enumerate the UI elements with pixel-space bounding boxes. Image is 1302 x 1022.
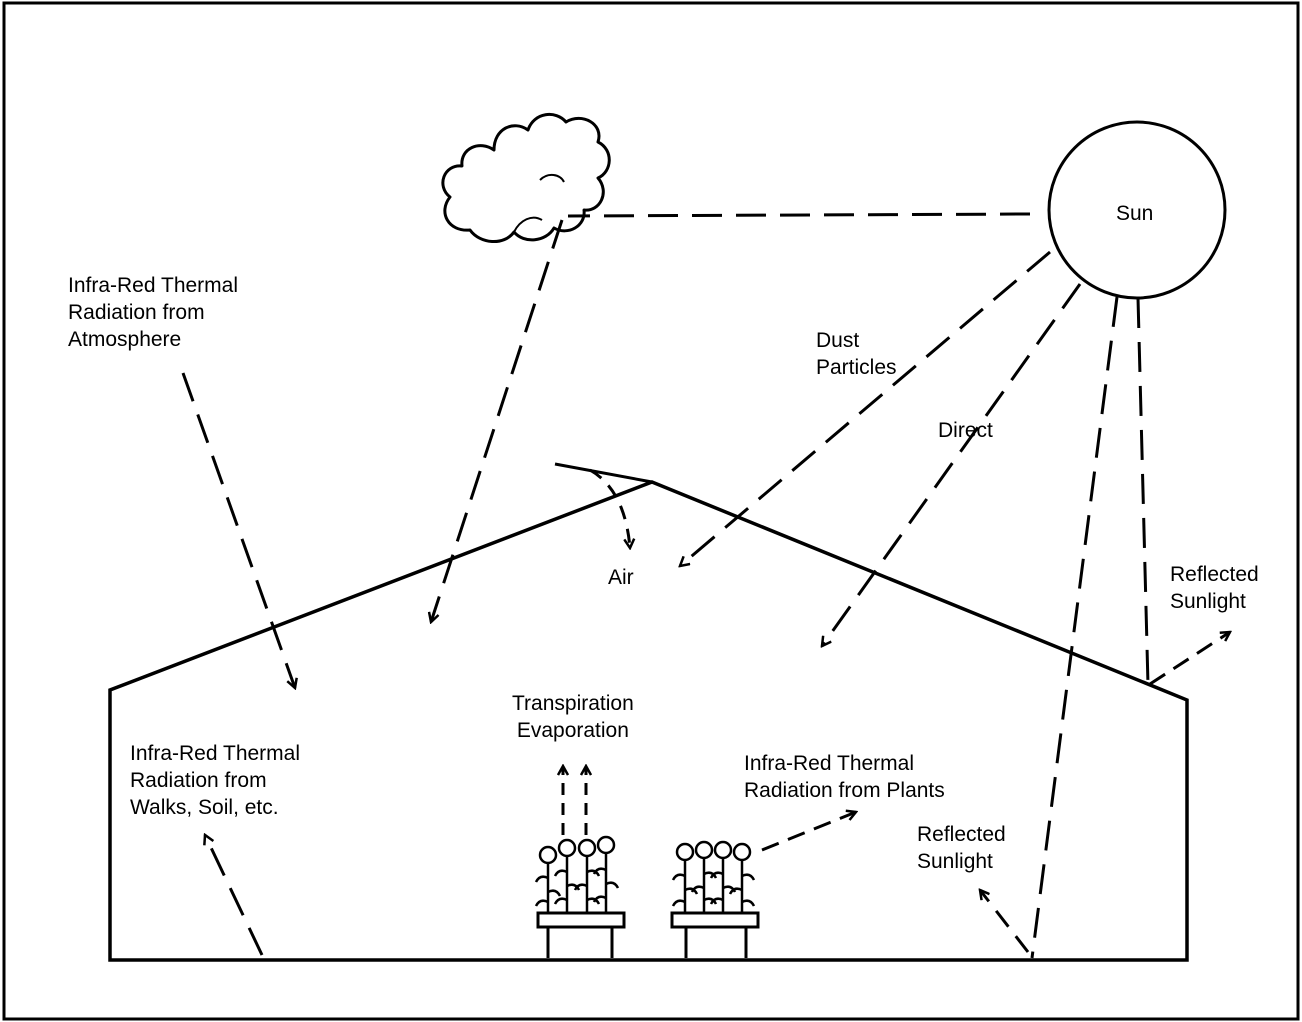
sun-to-cloud-ray: [568, 214, 1030, 216]
reflected-sunlight-roof-label: Reflected Sunlight: [1170, 561, 1259, 615]
ir-soil-arrow: [205, 835, 262, 955]
plants-left: [536, 837, 618, 913]
air-label: Air: [608, 564, 634, 591]
dust-particles-ray: [680, 252, 1050, 566]
cloud-diffuse-ray: [431, 220, 562, 622]
roof-reflection-arrow: [1150, 632, 1230, 684]
transpiration-evaporation-label: Transpiration Evaporation: [512, 690, 634, 744]
ir-atmosphere-label: Infra-Red Thermal Radiation from Atmosph…: [68, 272, 238, 353]
greenhouse-outline: [110, 482, 1187, 960]
direct-label: Direct: [938, 417, 993, 444]
plant-bench-right: [672, 913, 758, 958]
plants-right: [673, 842, 754, 913]
reflected-sunlight-floor-label: Reflected Sunlight: [917, 821, 1006, 875]
sun-to-floor-ray: [1032, 297, 1117, 958]
plant-bench-left: [538, 913, 624, 958]
vent-air-arrow: [590, 470, 630, 548]
floor-reflection-arrow: [980, 890, 1028, 952]
sun-to-roof-ray: [1138, 298, 1148, 685]
cloud-icon: [443, 114, 609, 241]
sun-label: Sun: [1116, 200, 1153, 227]
roof-vent: [555, 464, 652, 482]
dust-particles-label: Dust Particles: [816, 327, 897, 381]
ir-walks-soil-label: Infra-Red Thermal Radiation from Walks, …: [130, 740, 300, 821]
ir-plants-label: Infra-Red Thermal Radiation from Plants: [744, 750, 945, 804]
ir-plants-arrow: [762, 812, 856, 850]
